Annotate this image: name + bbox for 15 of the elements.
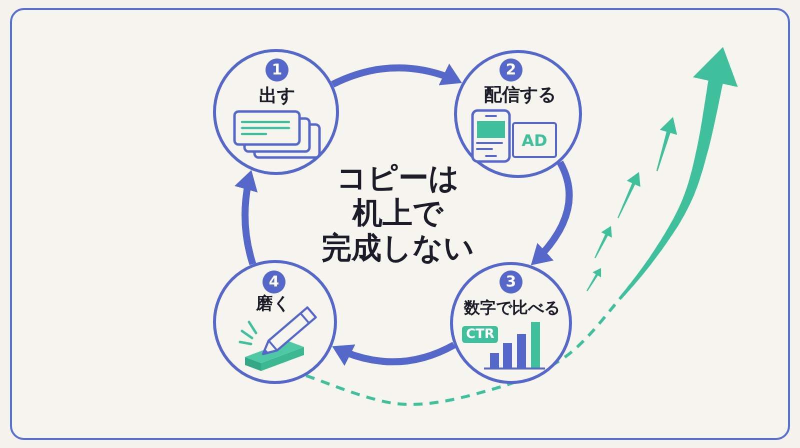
cycle-arrow <box>331 64 464 88</box>
step-label: 磨く <box>256 295 290 315</box>
metric-tag: CTR <box>462 326 498 343</box>
step-number-badge: 2 <box>500 58 522 82</box>
step-number-badge: 1 <box>266 58 288 82</box>
ad-banner: AD <box>512 122 557 158</box>
step-label: 出す <box>259 86 295 108</box>
cycle-arrow <box>234 169 258 266</box>
cycle-arrow <box>528 160 573 268</box>
step-number-badge: 3 <box>500 270 522 294</box>
headline-text: コピーは机上で完成しない <box>322 161 474 266</box>
cycle-arrow <box>330 342 456 366</box>
step-label: 数字で比べる <box>464 298 560 318</box>
step-number-badge: 4 <box>262 270 286 294</box>
step-label: 配信する <box>484 86 556 106</box>
